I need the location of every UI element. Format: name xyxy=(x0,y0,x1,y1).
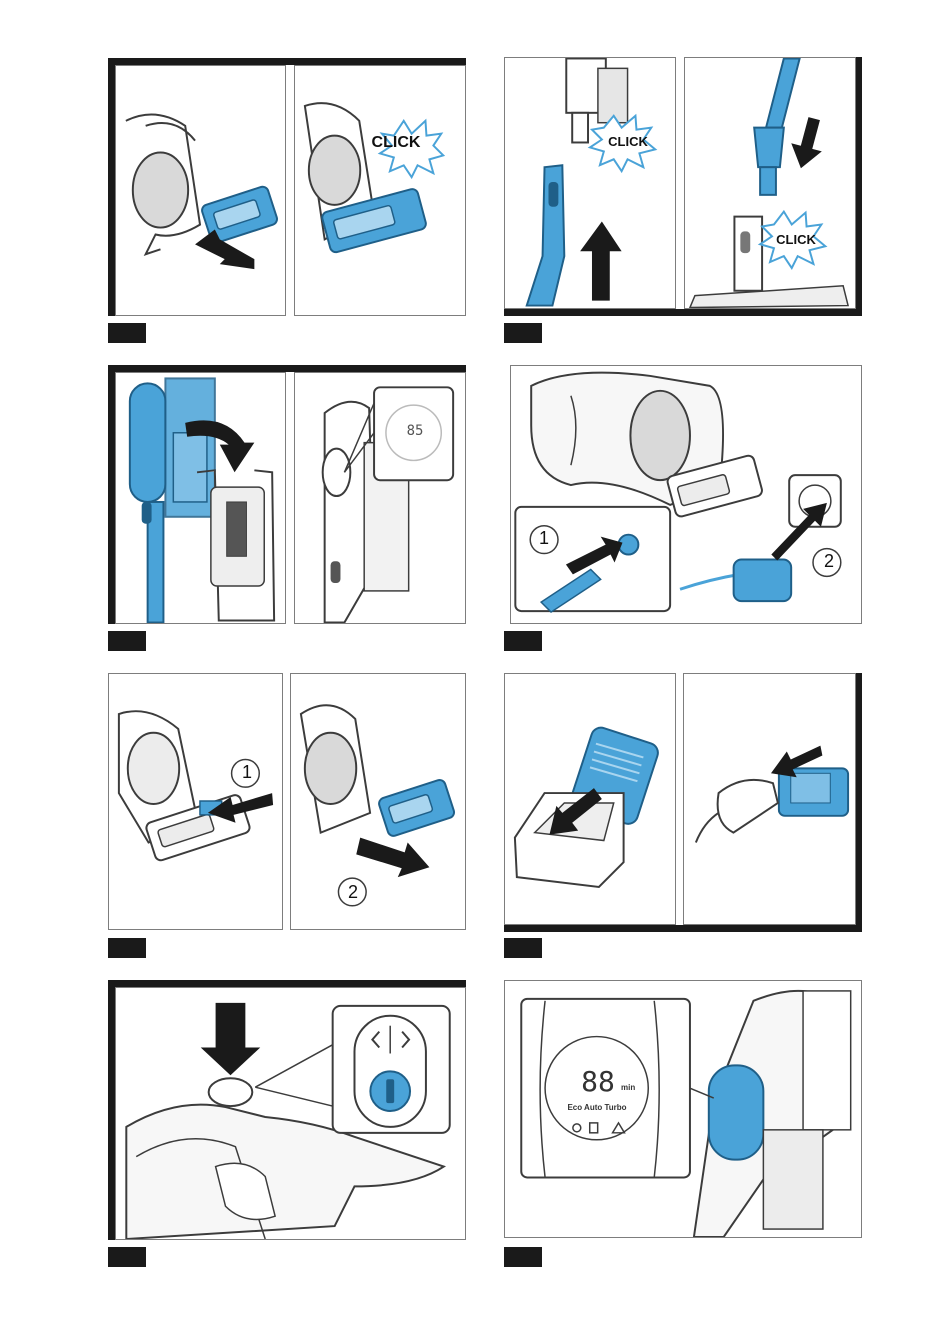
charge-percent-readout: 85 xyxy=(395,423,435,439)
display-digits: 88 xyxy=(575,1065,621,1098)
figure-frame-top xyxy=(108,980,466,987)
step-marker xyxy=(504,938,542,958)
step-number-one: 1 xyxy=(233,762,261,783)
step-marker xyxy=(504,323,542,343)
panel-battery-on-dock xyxy=(504,673,676,925)
panel-charge-wall-adapter: 1 2 xyxy=(510,365,862,624)
step-marker xyxy=(504,631,542,651)
figure-frame-top xyxy=(108,58,466,65)
step-marker xyxy=(504,1247,542,1267)
panel-charge-indicator: 85 xyxy=(294,372,466,624)
panel-dock-vacuum xyxy=(115,372,286,624)
step-number-one: 1 xyxy=(530,528,558,549)
figure-frame-left xyxy=(108,980,115,1240)
panel-display-overview: 88 min Eco Auto Turbo xyxy=(504,980,862,1238)
panel-tube-connect-floor: CLICK xyxy=(684,57,856,309)
panel-battery-clicked: CLICK xyxy=(294,65,466,316)
figure-frame-left xyxy=(108,58,115,316)
panel-plug-charger xyxy=(683,673,856,925)
figure-frame-bottom xyxy=(504,309,862,316)
panel-battery-slide-in xyxy=(115,65,286,316)
step-marker xyxy=(108,323,146,343)
charger-plug-icon xyxy=(734,559,792,601)
figure-frame-bottom xyxy=(504,925,862,932)
step-marker xyxy=(108,1247,146,1267)
step-marker xyxy=(108,938,146,958)
display-modes: Eco Auto Turbo xyxy=(551,1103,643,1112)
step-number-two: 2 xyxy=(815,551,843,572)
click-label: CLICK xyxy=(593,134,663,149)
step-marker xyxy=(108,631,146,651)
step-number-two: 2 xyxy=(339,882,367,903)
panel-battery-release: 1 xyxy=(108,673,283,930)
figure-frame-right xyxy=(856,57,862,316)
figure-frame-top xyxy=(108,365,466,372)
panel-tube-connect-handheld: CLICK xyxy=(504,57,676,309)
push-arrow-icon xyxy=(201,1003,261,1075)
figure-frame-left xyxy=(108,365,115,624)
panel-power-on xyxy=(115,987,466,1240)
panel-battery-remove: 2 xyxy=(290,673,466,930)
figure-frame-right xyxy=(856,673,862,932)
click-label: CLICK xyxy=(361,134,431,152)
click-label: CLICK xyxy=(761,232,831,247)
display-unit: min xyxy=(621,1083,635,1092)
